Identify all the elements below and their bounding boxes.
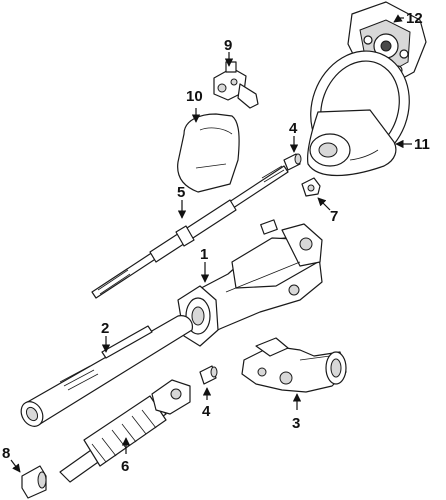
part-2-outer-tube [20, 315, 193, 427]
part-11-steering-wheel [307, 50, 410, 177]
part-5-upper-shaft [91, 165, 289, 299]
callout-7: 7 [317, 197, 338, 225]
callout-2: 2 [101, 320, 111, 353]
callout-11: 11 [395, 136, 430, 153]
part-6-intermediate-shaft [59, 379, 191, 483]
callout-4-lower: 4 [202, 387, 212, 420]
callout-4-upper: 4 [289, 120, 299, 153]
part-3-lock-actuator [241, 337, 347, 393]
callout-4-upper-label: 4 [289, 120, 298, 137]
part-9-switch-sensor [213, 61, 259, 109]
callout-6-label: 6 [121, 458, 129, 475]
part-4-lower-bushing [199, 365, 218, 385]
callout-2-label: 2 [101, 320, 109, 337]
callout-12: 12 [393, 10, 423, 27]
callout-4-lower-label: 4 [202, 403, 211, 420]
callout-7-label: 7 [330, 208, 338, 225]
callout-12-label: 12 [406, 10, 423, 27]
part-1-column-housing [177, 219, 323, 347]
callout-3: 3 [292, 393, 302, 432]
callout-3-label: 3 [292, 415, 300, 432]
callout-9-label: 9 [224, 37, 232, 54]
callout-1-label: 1 [200, 246, 208, 263]
callout-10: 10 [186, 88, 203, 123]
callout-11-label: 11 [414, 136, 430, 153]
callout-5-label: 5 [177, 184, 185, 201]
callout-5: 5 [177, 184, 187, 219]
part-8-end-cap [21, 465, 47, 499]
callout-1: 1 [200, 246, 210, 283]
callout-8-label: 8 [2, 445, 10, 462]
callout-10-label: 10 [186, 88, 203, 105]
callout-8: 8 [2, 445, 21, 473]
part-10-column-shroud [177, 113, 240, 193]
part-4-upper-bushing [283, 153, 302, 171]
callout-6: 6 [121, 437, 131, 475]
callout-9: 9 [224, 37, 234, 67]
part-7-clip [301, 177, 321, 197]
